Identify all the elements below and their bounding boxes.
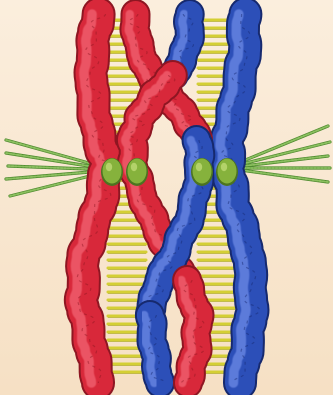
centromere	[103, 159, 122, 184]
paternal-inner-chromatid-bottom	[144, 315, 165, 383]
centromere-highlight	[221, 163, 227, 171]
centromere-highlight	[131, 163, 137, 171]
centromere	[128, 159, 147, 184]
centromere	[193, 159, 212, 184]
maternal-inner-chromatid-bottom	[181, 280, 204, 383]
centromere-highlight	[106, 163, 112, 171]
centromere-highlight	[196, 163, 202, 171]
centromere	[218, 159, 237, 184]
